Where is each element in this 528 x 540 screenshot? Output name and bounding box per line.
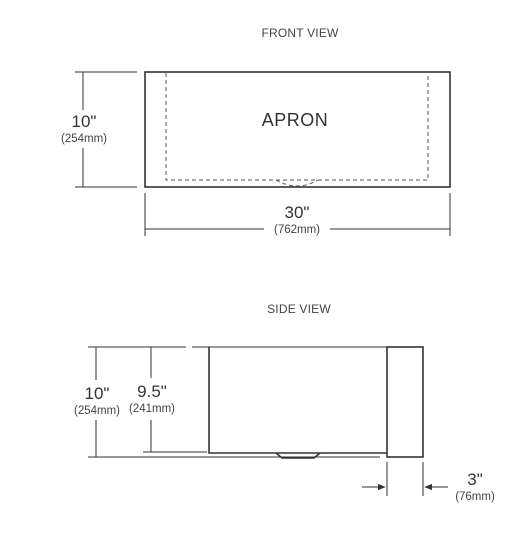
side-apron-panel bbox=[386, 346, 424, 458]
side-outer-height-inches: 10" bbox=[85, 384, 110, 403]
side-apron-depth-dimension: 3" (76mm) bbox=[362, 462, 495, 503]
front-width-mm: (762mm) bbox=[274, 224, 320, 236]
side-inner-height-inches: 9.5" bbox=[137, 382, 167, 401]
side-inner-height-mm: (241mm) bbox=[129, 403, 175, 415]
side-outer-height-mm: (254mm) bbox=[74, 405, 120, 417]
front-height-inches: 10" bbox=[72, 112, 97, 131]
front-apron-label: APRON bbox=[262, 110, 329, 130]
side-view-title: SIDE VIEW bbox=[267, 302, 331, 316]
front-width-dimension: 30" (762mm) bbox=[144, 193, 451, 236]
front-apron-outline bbox=[144, 71, 451, 188]
front-height-dimension: 10" (254mm) bbox=[61, 71, 137, 188]
side-apron-depth-mm: (76mm) bbox=[455, 491, 495, 503]
side-apron-depth-inches: 3" bbox=[467, 470, 483, 489]
front-view-title: FRONT VIEW bbox=[261, 26, 339, 40]
side-outer-height-dimension: 10" (254mm) bbox=[74, 346, 380, 458]
front-bowl-hidden-outline bbox=[165, 73, 429, 181]
side-view: SIDE VIEW 10" (254mm) 9.5" (241mm) bbox=[74, 302, 495, 503]
side-bowl-outline bbox=[208, 347, 387, 454]
front-view: FRONT VIEW APRON 10" (254mm) 30" (762mm) bbox=[61, 26, 451, 236]
side-drain-flange bbox=[275, 452, 321, 459]
side-inner-height-dimension: 9.5" (241mm) bbox=[129, 347, 207, 453]
front-drain-hidden bbox=[275, 179, 319, 187]
front-height-mm: (254mm) bbox=[61, 133, 107, 145]
front-width-inches: 30" bbox=[285, 203, 310, 222]
